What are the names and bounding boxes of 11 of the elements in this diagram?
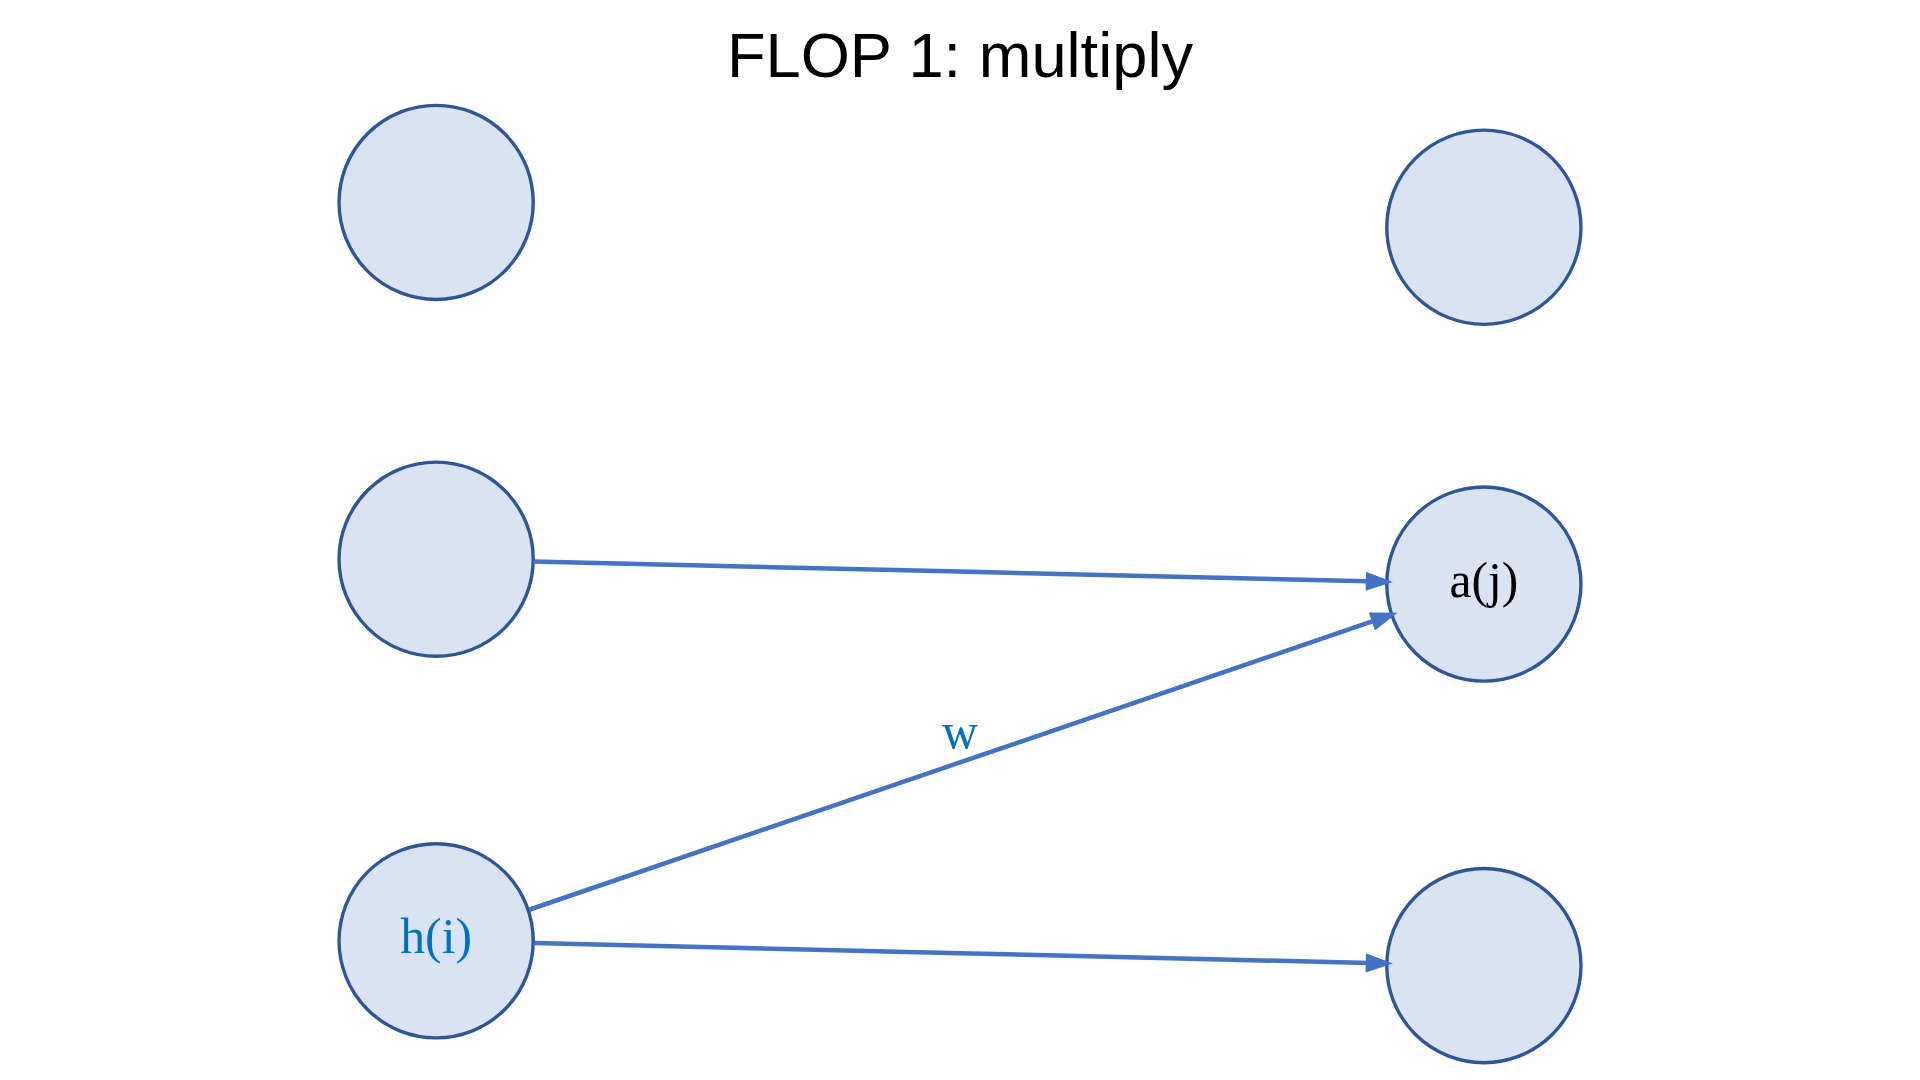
arrow xyxy=(533,559,1393,591)
node-circle xyxy=(1385,866,1583,1065)
node-circle: h(i) xyxy=(337,842,535,1040)
node-circle: a(j) xyxy=(1385,485,1583,683)
arrow xyxy=(533,940,1393,973)
node-circle xyxy=(337,103,535,302)
arrow xyxy=(528,612,1398,912)
node-circle xyxy=(337,460,535,658)
diagram-title: FLOP 1: multiply xyxy=(726,19,1194,90)
edge-label: w xyxy=(942,703,978,759)
node-circle xyxy=(1385,128,1583,327)
